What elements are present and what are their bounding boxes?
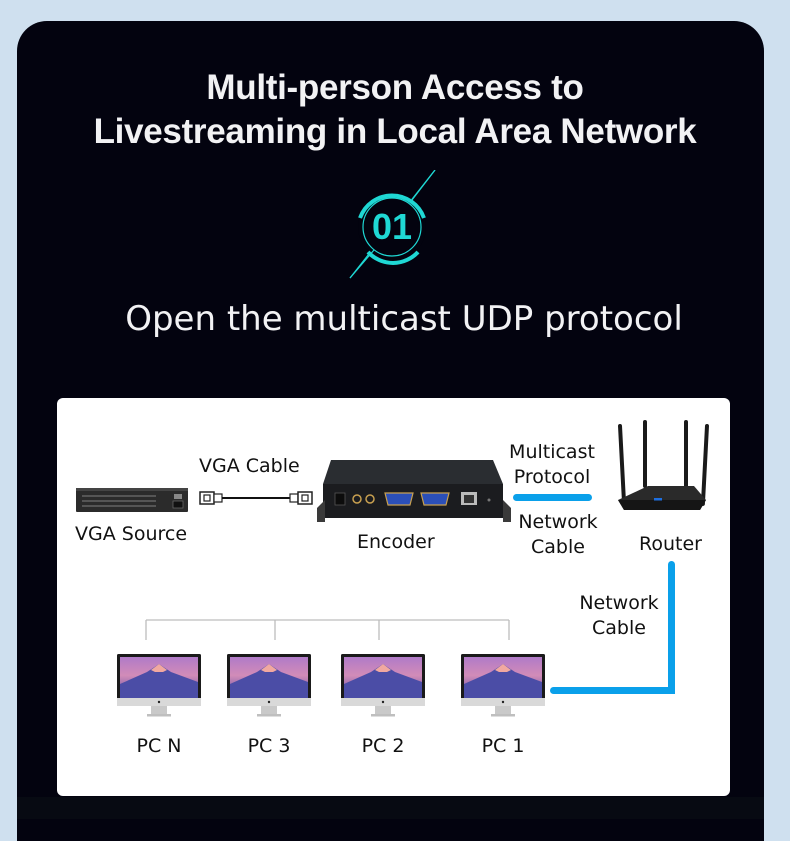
vga-source-device bbox=[76, 486, 188, 514]
title-line-1: Multi-person Access to bbox=[206, 68, 584, 107]
vga-cable-label: VGA Cable bbox=[199, 455, 300, 477]
badge-arc-top bbox=[358, 193, 426, 219]
step-number: 01 bbox=[371, 206, 413, 247]
network-cable-label-side: Network Cable bbox=[579, 592, 659, 639]
router-pc-cable-vertical bbox=[668, 561, 675, 694]
diagram-card: VGA Source VGA Cable En bbox=[57, 398, 730, 796]
router-device bbox=[612, 420, 712, 528]
multicast-cable-line bbox=[513, 494, 592, 501]
panel-footer-strip bbox=[17, 797, 764, 819]
encoder-device bbox=[317, 460, 511, 526]
pc-bus-lines bbox=[145, 619, 510, 640]
pc-label: PC N bbox=[136, 735, 182, 757]
subtitle: Open the multicast UDP protocol bbox=[125, 299, 683, 339]
badge-inner-ring bbox=[362, 197, 422, 257]
pc-label: PC 1 bbox=[481, 735, 525, 757]
vga-source-label: VGA Source bbox=[75, 523, 188, 545]
step-number-badge: 01 bbox=[340, 169, 450, 280]
badge-arc-bottom bbox=[366, 250, 420, 265]
router-label: Router bbox=[639, 533, 702, 555]
multicast-protocol-label: Multicast Protocol bbox=[509, 441, 595, 488]
page-title: Multi-person Access to Livestreaming in … bbox=[0, 66, 790, 154]
router-pc-cable-horizontal bbox=[550, 687, 675, 694]
title-line-2: Livestreaming in Local Area Network bbox=[93, 112, 697, 151]
pc-monitor-icon bbox=[461, 654, 545, 717]
pc-item-2: PC 3 bbox=[227, 654, 311, 774]
pc-monitor-icon bbox=[117, 654, 201, 717]
pc-monitor-icon bbox=[341, 654, 425, 717]
network-cable-label-top: Network Cable bbox=[518, 511, 598, 558]
pc-item-1: PC N bbox=[117, 654, 201, 774]
pc-item-4: PC 1 bbox=[461, 654, 545, 774]
encoder-label: Encoder bbox=[357, 531, 435, 553]
pc-item-3: PC 2 bbox=[341, 654, 425, 774]
pc-label: PC 2 bbox=[361, 735, 405, 757]
vga-cable bbox=[198, 488, 318, 508]
pc-monitor-icon bbox=[227, 654, 311, 717]
pc-label: PC 3 bbox=[247, 735, 291, 757]
